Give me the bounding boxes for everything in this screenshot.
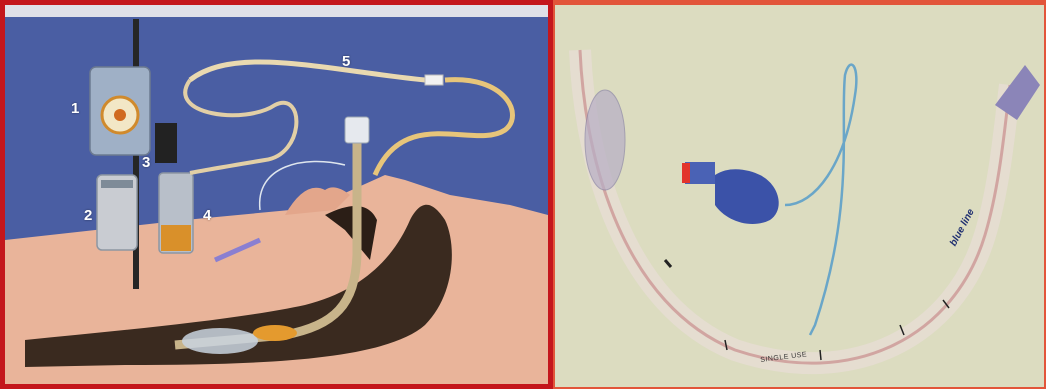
right-photo-panel: blue line SINGLE USE (553, 0, 1046, 389)
callout-4: 4 (203, 208, 211, 223)
endotracheal-tube-photo (555, 5, 1044, 387)
callout-3: 3 (142, 155, 150, 170)
valve-tip (682, 163, 690, 183)
left-illustration-panel: 1 2 3 4 5 (0, 0, 553, 389)
callout-1: 1 (71, 101, 79, 116)
callout-2: 2 (84, 208, 92, 223)
cuff-balloon (182, 328, 258, 354)
tube-cuff (585, 90, 625, 190)
intubation-illustration (5, 5, 548, 384)
callout-5: 5 (342, 54, 350, 69)
